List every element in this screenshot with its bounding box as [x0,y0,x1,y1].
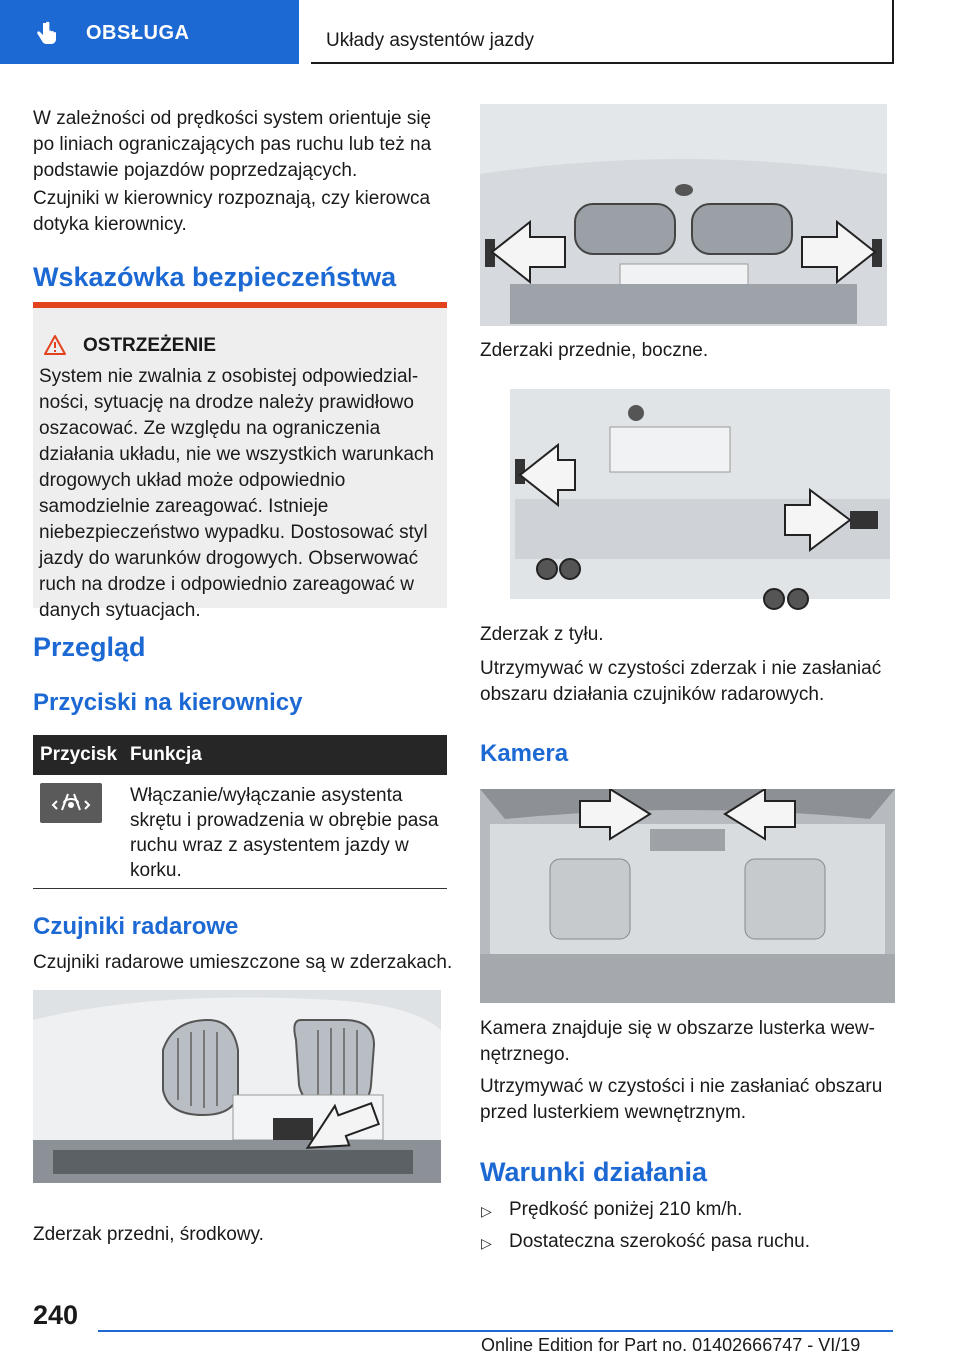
front-bumper-side-photo [480,104,887,326]
table-cell-function: Włączanie/wyłączanie asystenta skrętu i … [130,785,439,881]
caption-front-side: Zderzaki przednie, boczne. [480,340,709,361]
radar-heading: Czujniki radarowe [33,913,239,940]
overview-heading: Przegląd [33,632,146,662]
camera-interior-photo [480,789,895,1003]
intro-paragraph-1: W zależności od prędkości system orientu… [33,108,432,181]
conditions-heading: Warunki działania [480,1157,708,1187]
camera-text-2: Utrzymywać w czystości i nie zasłaniać o… [480,1076,883,1123]
caption-front-center: Zderzak przedni, środkowy. [33,1224,264,1245]
camera-heading: Kamera [480,740,569,767]
buttons-heading: Przyciski na kierownicy [33,689,303,716]
triangle-bullet-icon: ▷ [481,1235,492,1251]
section-tab: OBSŁUGA [0,0,299,64]
radar-text: Czujniki radarowe umieszczone są w zderz… [33,952,453,973]
caption-rear: Zderzak z tyłu. [480,624,604,645]
safety-heading: Wskazówka bezpieczeństwa [33,262,397,292]
rear-text: Utrzymywać w czystości zderzak i nie zas… [480,658,882,705]
hand-pointer-icon [37,21,56,44]
table-divider [33,888,447,889]
warning-box: OSTRZEŻENIE System nie zwalnia z osobist… [33,302,447,621]
warning-triangle-icon [44,335,66,355]
column-header-button: Przycisk [40,744,118,765]
footer-edition: Online Edition for Part no. 01402666747 … [481,1335,861,1355]
warning-text: System nie zwalnia z osobistej odpowiedz… [39,366,434,621]
section-label: OBSŁUGA [86,22,190,44]
camera-text-1: Kamera znajduje się w obszarze lusterka … [480,1018,875,1065]
intro-paragraph-2: Czujniki w kierownicy rozpoznają, czy ki… [33,188,431,235]
column-header-function: Funkcja [130,744,202,765]
rear-bumper-photo [480,389,895,610]
table-header: Przycisk Funkcja [33,735,447,775]
chapter-title: Układy asystentów jazdy [326,30,535,51]
page-number: 240 [33,1300,79,1330]
triangle-bullet-icon: ▷ [481,1203,492,1219]
chapter-title-box: Układy asystentów jazdy [311,0,894,64]
footer-divider [98,1330,893,1332]
warning-title: OSTRZEŻENIE [83,335,217,356]
front-bumper-center-photo [33,990,441,1183]
steering-assist-button-icon [40,783,102,823]
